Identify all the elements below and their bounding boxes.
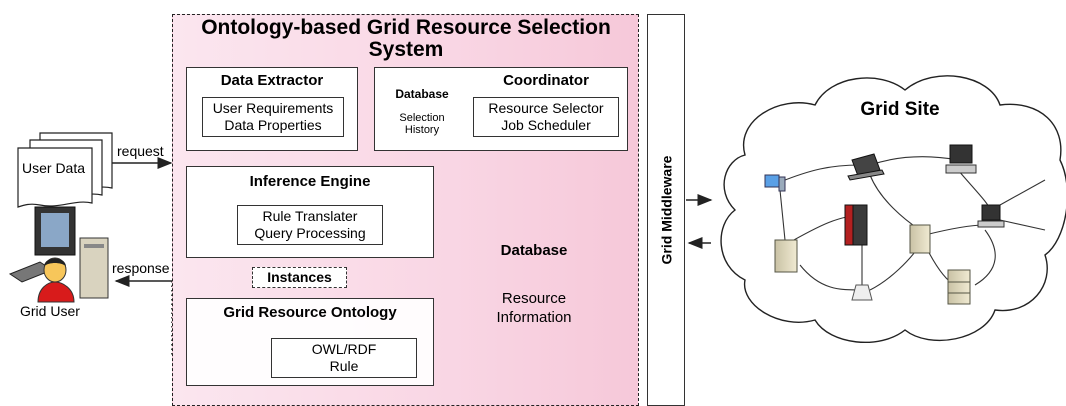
coordinator-title: Coordinator <box>503 72 589 89</box>
user-requirements-label: User Requirements <box>212 100 334 116</box>
user-data-documents <box>17 132 113 208</box>
grid-device-icons <box>764 144 1005 305</box>
owl-rdf-label: OWL/RDF <box>311 341 377 357</box>
inference-engine-items: Rule Translater Query Processing <box>237 205 383 245</box>
grid-user-icon <box>8 206 109 303</box>
resource-db-label: Database <box>500 242 568 259</box>
request-label: request <box>117 143 164 159</box>
data-extractor-title: Data Extractor <box>220 72 324 89</box>
system-title: Ontology-based Grid Resource Selection S… <box>175 17 637 61</box>
resource-selector-label: Resource Selector <box>488 100 604 116</box>
inference-engine-title: Inference Engine <box>249 173 371 190</box>
system-title-line2: System <box>368 38 444 61</box>
system-title-line1: Ontology-based Grid Resource Selection <box>201 16 611 39</box>
response-label: response <box>112 260 170 276</box>
coordinator-items: Resource Selector Job Scheduler <box>473 97 619 137</box>
job-scheduler-label: Job Scheduler <box>501 117 591 133</box>
grid-middleware-bar <box>647 14 685 406</box>
coordinator-box: Coordinator Resource Selector Job Schedu… <box>374 67 628 151</box>
query-processing-label: Query Processing <box>254 225 366 241</box>
ontology-title: Grid Resource Ontology <box>223 304 397 321</box>
selection-history-db-content: Selection History <box>385 112 459 136</box>
data-extractor-items: User Requirements Data Properties <box>202 97 344 137</box>
data-properties-label: Data Properties <box>224 117 322 133</box>
information-label: Information <box>496 309 572 326</box>
data-extractor-box: Data Extractor User Requirements Data Pr… <box>186 67 358 151</box>
selection-history-db-label: Database <box>395 87 449 101</box>
user-data-label: User Data <box>22 160 86 176</box>
rule-translater-label: Rule Translater <box>262 208 358 224</box>
resource-db-content: Resource Information <box>475 289 593 327</box>
grid-middleware-label-wrap: Grid Middleware <box>648 130 684 290</box>
history-label: History <box>404 124 440 136</box>
grid-middleware-label: Grid Middleware <box>658 155 675 265</box>
rule-label: Rule <box>329 358 359 374</box>
grid-site-label: Grid Site <box>860 99 940 120</box>
inference-engine-box: Inference Engine Rule Translater Query P… <box>186 166 434 258</box>
instances-label: Instances <box>252 267 347 288</box>
ontology-box: Grid Resource Ontology OWL/RDF Rule <box>186 298 434 386</box>
grid-user-label: Grid User <box>20 303 80 319</box>
resource-label: Resource <box>501 290 567 307</box>
selection-label: Selection <box>399 112 445 124</box>
ontology-items: OWL/RDF Rule <box>271 338 417 378</box>
